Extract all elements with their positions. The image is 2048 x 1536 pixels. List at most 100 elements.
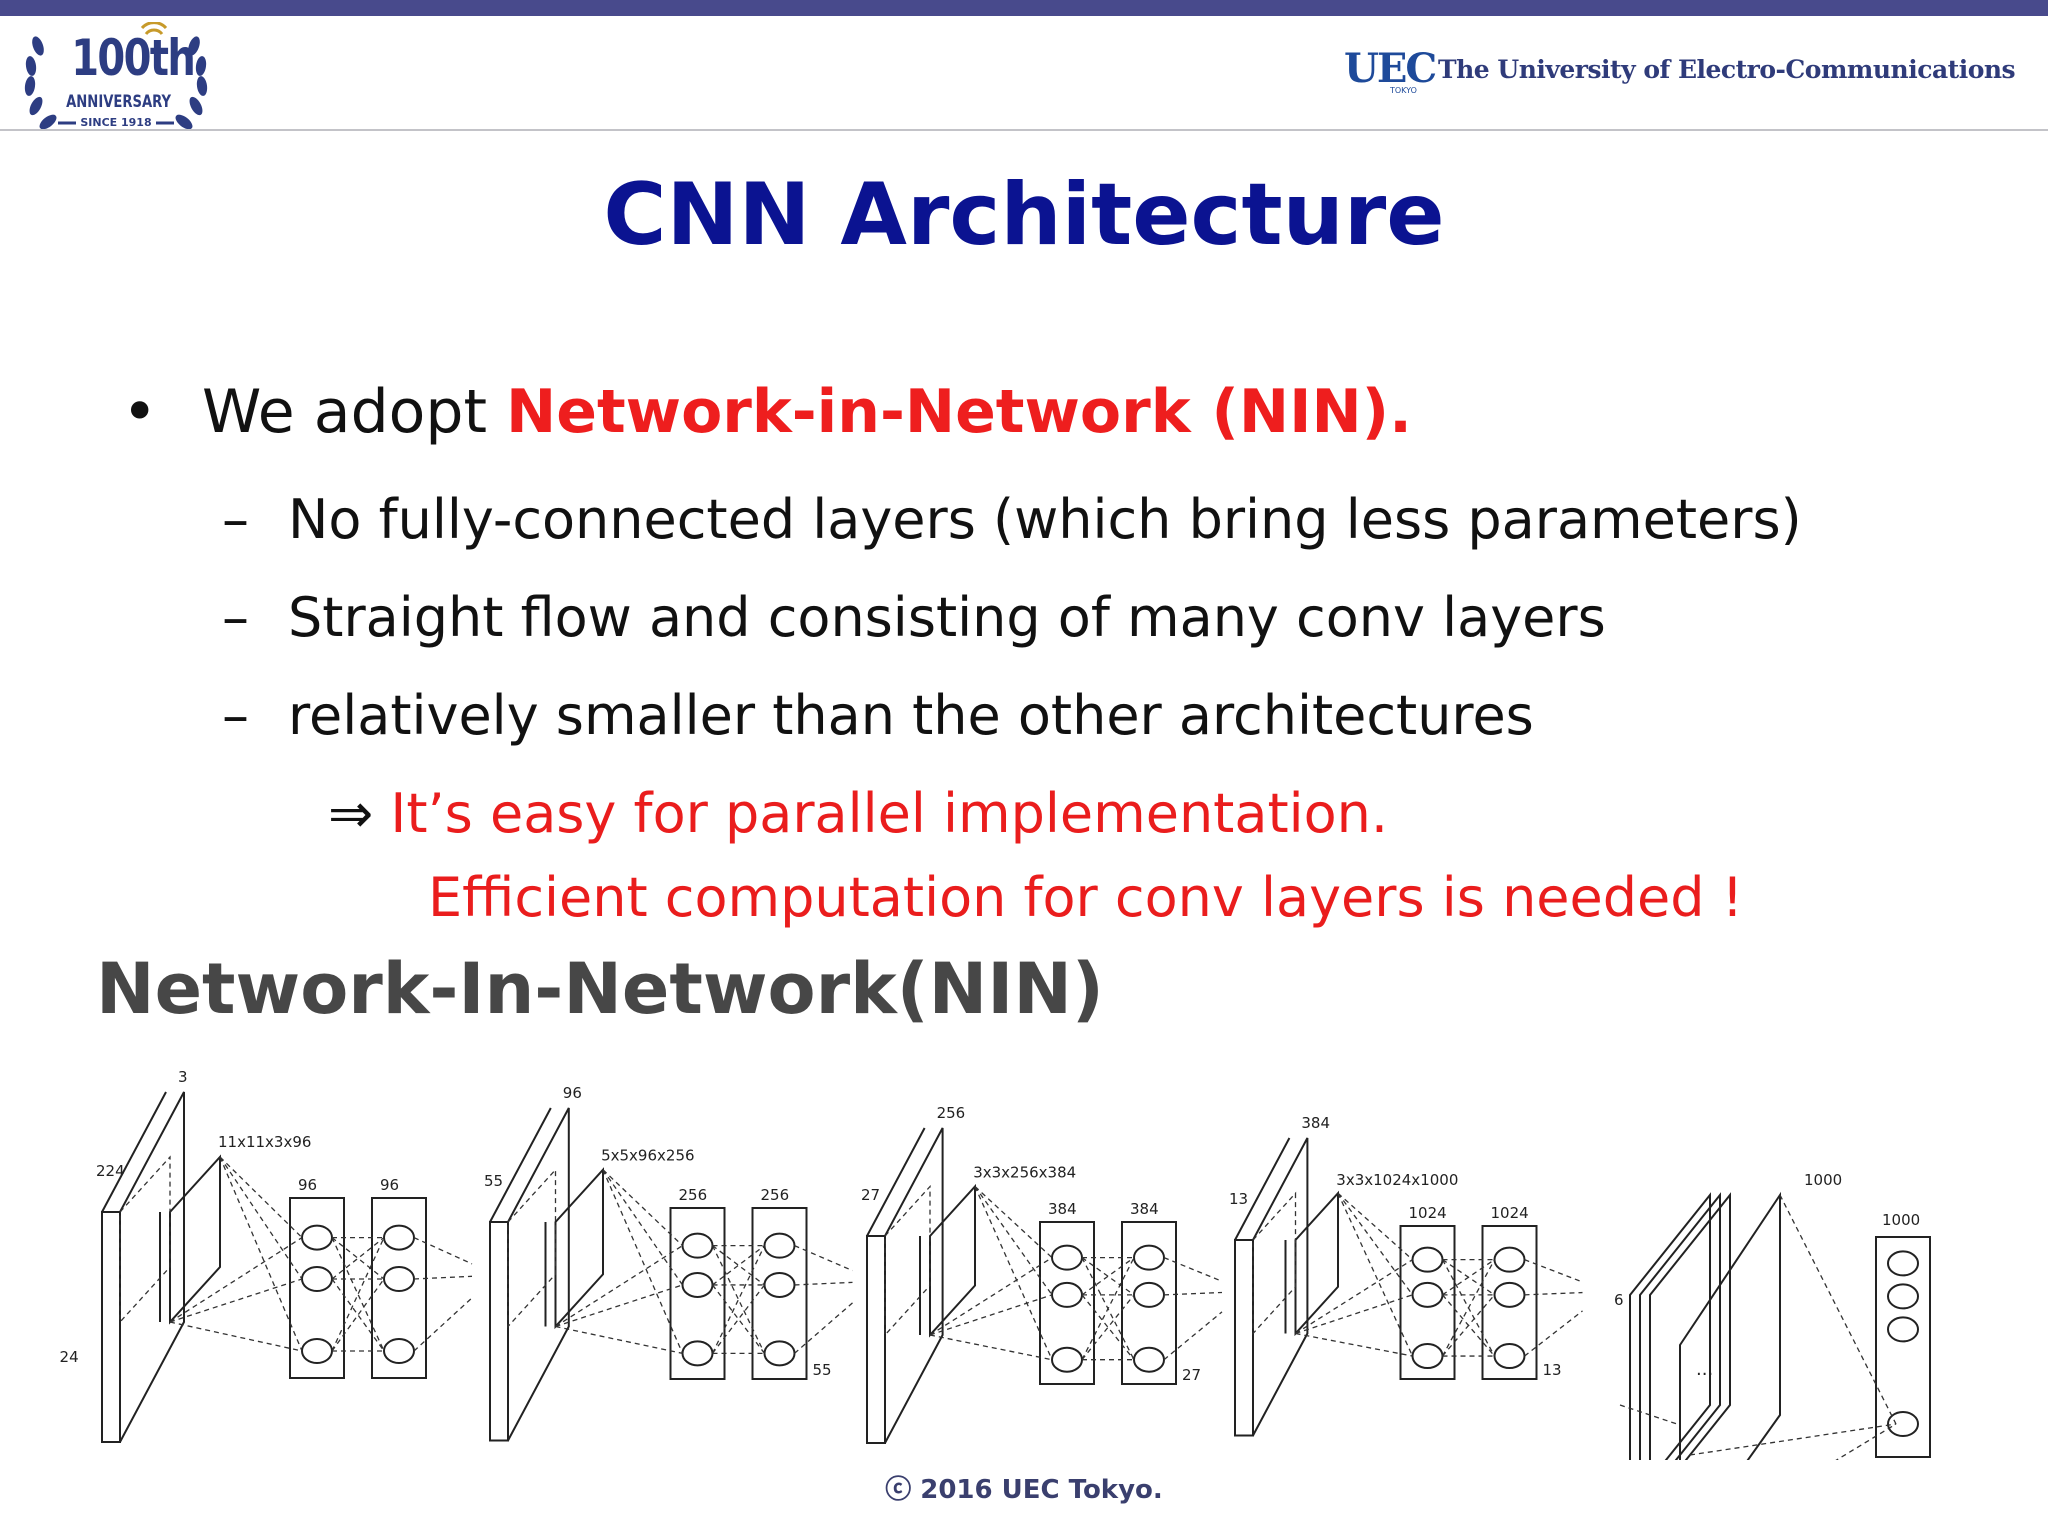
neuron-circle [301,1224,333,1251]
connection-line [1295,1332,1413,1357]
connection-line [974,1186,1053,1360]
connection-line [331,1237,385,1352]
connection-line [1442,1259,1495,1296]
sub-bullet-text: Straight flow and consisting of many con… [288,586,1606,649]
connection-line [929,1294,1053,1336]
connection-line [1524,1259,1583,1283]
consequence-line-1: ⇒ It’s easy for parallel implementation. [328,782,1388,847]
connection-line [1163,1257,1223,1282]
connection-line [929,1334,1053,1361]
feature-volume [884,1127,944,1444]
neuron-circle [1887,1283,1919,1310]
neuron-circle [763,1340,796,1367]
nin-architecture-diagram: 9696322422411x11x3x962562569655555x5x96x… [60,1068,1931,1460]
bullet-highlight: Network-in-Network (NIN). [506,377,1412,447]
connection-line [1295,1294,1413,1335]
kernel-label: 11x11x3x96 [218,1133,311,1151]
connection-line [929,1257,1053,1336]
top-accent-bar [0,0,2048,16]
size-label: 55 [813,1361,832,1379]
neuron-circle [1493,1343,1526,1370]
mlp-layer-column [1121,1221,1177,1385]
mlp-layer-size: 384 [1048,1200,1077,1218]
connection-line [602,1169,683,1247]
connection-line [794,1302,853,1354]
connection-line [219,1156,303,1352]
mlp-layer-size: 1024 [1491,1204,1529,1222]
size-label: 224 [96,1162,125,1180]
mlp-layer-size: 256 [679,1186,708,1204]
connection-line [1835,1423,1897,1460]
receptive-field [1252,1191,1297,1336]
connection-line [219,1156,303,1280]
neuron-circle [1411,1281,1444,1308]
mlp-layer-column [1399,1225,1456,1380]
connection-line [413,1297,473,1352]
feature-volume [1639,1192,1721,1460]
mlp-layer-column [371,1197,427,1379]
neuron-circle [1133,1346,1165,1373]
feature-volume-edge [101,1091,167,1213]
sub-bullet-text: No fully-connected layers (which bring l… [288,488,1802,551]
size-label: 13 [1543,1361,1562,1379]
neuron-circle [1133,1281,1165,1308]
conv-kernel [554,1167,604,1330]
connection-line [169,1321,303,1352]
connection-line [555,1245,683,1328]
connection-line [331,1237,385,1352]
mlp-layer-size: 96 [298,1176,317,1194]
connection-line [555,1325,683,1354]
connection-line [413,1275,473,1280]
neuron-circle [681,1271,714,1298]
size-label: 224 [60,1348,79,1366]
connection-line [331,1278,385,1352]
dash-marker: – [222,684,249,747]
anniversary-badge: 100th ANNIVERSARY SINCE 1918 [18,22,214,136]
connection-line [1441,1259,1496,1357]
feature-volume [119,1091,185,1443]
mlp-layer-size: 256 [761,1186,790,1204]
conv-kernel [1294,1190,1339,1337]
connection-line [413,1237,473,1265]
connection-line [794,1245,853,1272]
mlp-layer-size: 96 [380,1176,399,1194]
neuron-circle [1051,1346,1083,1373]
neuron-circle [1411,1246,1444,1273]
mlp-layer-column [289,1197,345,1379]
mlp-layer-column [1039,1221,1095,1385]
depth-label: 3 [178,1068,188,1086]
receptive-field [507,1168,557,1329]
neuron-circle [1133,1244,1165,1271]
connection-line [794,1281,853,1286]
sub-bullet-text: relatively smaller than the other archit… [288,684,1534,747]
neuron-circle [1051,1281,1083,1308]
uec-mark-sub: TOKYO [1390,86,1417,95]
connection-line [1081,1294,1135,1361]
mlp-layer-column [669,1207,726,1380]
connection-line [1081,1257,1135,1360]
feature-volume [1629,1192,1711,1460]
depth-label: 384 [1301,1114,1330,1132]
header-divider [0,129,2048,131]
connection-line [712,1245,765,1286]
copyright-footer: ⓒ 2016 UEC Tokyo. [885,1475,1163,1505]
connection-line [1442,1294,1495,1357]
output-column [1875,1236,1931,1458]
mlp-layer-column [1481,1225,1538,1380]
neuron-circle [763,1271,796,1298]
connection-line [711,1245,766,1354]
depth-label: 1000 [1804,1171,1842,1189]
bullet-dot: • [122,377,158,447]
badge-subtitle: ANNIVERSARY [66,92,172,112]
neuron-circle [1493,1246,1526,1273]
size-label: 27 [861,1186,880,1204]
neuron-circle [681,1232,714,1259]
feature-volume-edge [1234,1137,1291,1241]
consequence-text-1: It’s easy for parallel implementation. [390,782,1389,845]
depth-label: 96 [563,1084,582,1102]
feature-volume-edge [489,1221,509,1442]
neuron-circle [1411,1343,1444,1370]
receptive-field [119,1155,171,1324]
feature-volume-edge [101,1211,121,1443]
neuron-circle [383,1266,415,1292]
